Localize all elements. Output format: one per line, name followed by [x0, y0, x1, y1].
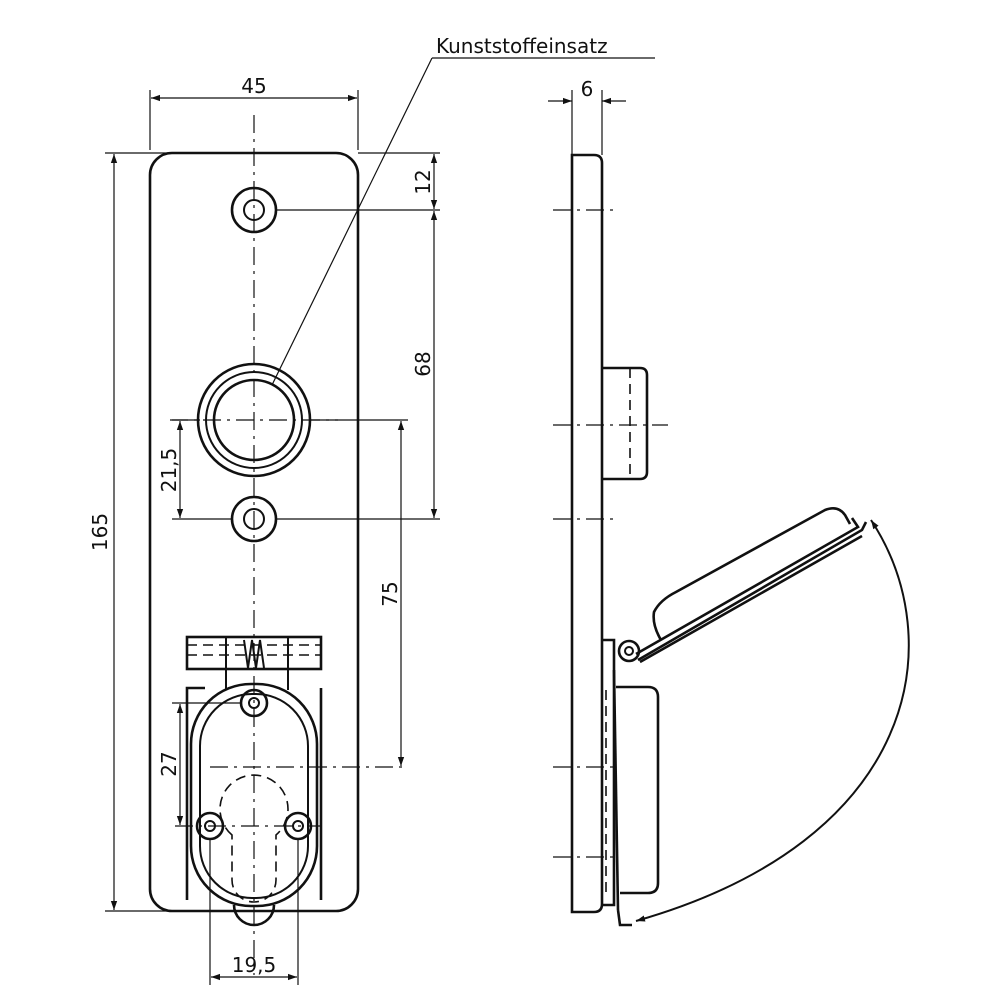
- dim-cover-width-label: 19,5: [232, 953, 277, 977]
- dim-width-label: 45: [241, 74, 266, 98]
- swing-arc: [635, 519, 910, 922]
- dim-plate-thickness-label: 6: [581, 77, 594, 101]
- dim-cylinder-offset-label: 27: [157, 751, 181, 776]
- side-cover-open: [635, 517, 868, 664]
- side-handle-bushing: [602, 366, 649, 481]
- profile-cylinder-hole: [219, 774, 289, 903]
- dim-height: 165: [88, 152, 170, 912]
- side-cover-base: [602, 638, 616, 907]
- side-hinge-pin: [617, 639, 641, 663]
- front-view: 45 165 12 68 21,5: [88, 34, 655, 985]
- dim-cover-width: 19,5: [209, 840, 299, 985]
- dim-width: 45: [149, 74, 359, 150]
- dim-hole-spacing-label: 68: [411, 351, 435, 376]
- dim-handle-to-cylinder-label: 75: [378, 581, 402, 606]
- side-cover-lip: [612, 669, 620, 911]
- dim-height-label: 165: [88, 513, 112, 551]
- callout-label: Kunststoffeinsatz: [436, 34, 608, 58]
- dim-handle-offset: 21,5: [157, 419, 232, 520]
- dim-top-hole-offset-label: 12: [411, 169, 435, 194]
- dim-hole-spacing: 68: [276, 211, 440, 520]
- side-plate-profile: [570, 153, 604, 914]
- callout-leader: Kunststoffeinsatz: [271, 34, 655, 386]
- side-view: 6: [548, 77, 910, 927]
- dim-handle-offset-label: 21,5: [157, 448, 181, 493]
- side-cover-open-shell: [652, 507, 852, 641]
- dim-cylinder-offset: 27: [157, 702, 241, 825]
- dim-plate-thickness: 6: [548, 77, 626, 155]
- side-cover-closed: [616, 685, 660, 895]
- dim-handle-to-cylinder: 75: [310, 419, 408, 766]
- cylinder-cover: [185, 682, 323, 927]
- escutcheon-plate: [148, 151, 360, 913]
- cover-hinge-block: [185, 635, 323, 690]
